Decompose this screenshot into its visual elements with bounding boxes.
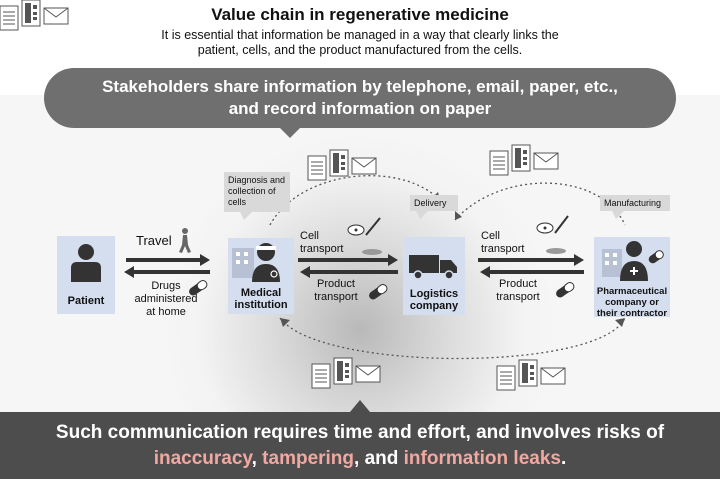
banner-line-2: and record information on paper — [228, 99, 492, 118]
drugs-line-1: Drugs — [151, 280, 181, 292]
patient-node: Patient — [57, 236, 115, 314]
document-icon — [0, 5, 19, 31]
loop-arrow-3 — [280, 318, 290, 327]
drugs-label: Drugs administered at home — [134, 280, 198, 319]
person-icon — [71, 244, 101, 282]
capsule-icon-2 — [369, 284, 388, 300]
banner-line-1: Stakeholders share information by teleph… — [102, 77, 618, 96]
medical-label-line-1: Medical — [240, 287, 282, 299]
patient-label: Patient — [67, 295, 105, 307]
doctor-hospital-icon — [232, 243, 280, 282]
subtitle-line-2: patient, cells, and the product manufact… — [197, 43, 523, 57]
product-transport-2-line-2: transport — [496, 291, 540, 303]
info-sharing-banner: Stakeholders share information by teleph… — [44, 68, 676, 128]
loop-arrow-2 — [455, 211, 462, 220]
loop-arrow-4 — [615, 318, 625, 327]
cell-transport-1-line-1: Cell — [300, 230, 319, 242]
pharmacist-icon — [602, 241, 664, 281]
risk-end: . — [560, 447, 567, 469]
truck-icon — [409, 255, 457, 280]
medical-label-line-2: institution — [234, 299, 288, 311]
capsule-icon-1 — [189, 280, 208, 296]
loop-bottom — [279, 317, 626, 360]
walking-person-icon — [179, 228, 191, 253]
medical-institution-node: Medical institution — [228, 238, 294, 314]
cell-transport-2-line-1: Cell — [481, 230, 500, 242]
risk-sep-1: , — [251, 447, 263, 469]
pharma-label-line-1: Pharmaceutical — [596, 286, 668, 297]
diagnosis-line-1: Diagnosis and — [228, 175, 286, 185]
diagram-title: Value chain in regenerative medicine — [211, 5, 509, 24]
product-transport-label-1: Product transport — [312, 278, 360, 304]
drugs-arrow — [134, 270, 210, 274]
risk-tampering: tampering — [262, 447, 355, 469]
logistics-label-line-1: Logistics — [409, 288, 459, 300]
pharma-label-line-3: their contractor — [596, 308, 668, 319]
diagnosis-line-2: collection of — [228, 186, 276, 196]
risk-line-1: Such communication requires time and eff… — [55, 421, 665, 443]
risk-line-2: inaccuracy, tampering, and information l… — [0, 446, 720, 472]
risk-sep-2: , and — [354, 447, 404, 469]
pharmaceutical-company-node: Pharmaceutical company or their contract… — [594, 237, 670, 319]
product-transport-1-line-1: Product — [317, 278, 355, 290]
loop-top-left — [269, 175, 441, 226]
travel-arrow — [126, 258, 200, 262]
loop-top-right — [454, 182, 626, 226]
risk-banner: Such communication requires time and eff… — [0, 412, 720, 479]
pharma-label-line-2: company or — [605, 297, 659, 308]
cell-transport-2-line-2: transport — [481, 243, 525, 255]
cell-transport-arrow-1 — [298, 258, 388, 262]
cell-transport-1-line-2: transport — [300, 243, 344, 255]
telephone-icon — [21, 0, 41, 27]
logistics-company-node: Logistics company — [403, 237, 465, 315]
cell-transport-arrow-2 — [478, 258, 574, 262]
doc-phone-mail-icon-group — [0, 0, 69, 31]
risk-information-leaks: information leaks — [403, 447, 561, 469]
diagnosis-callout: Diagnosis and collection of cells — [224, 172, 290, 212]
drugs-line-2: administered — [134, 293, 198, 305]
envelope-icon — [43, 7, 69, 25]
logistics-label-line-2: company — [409, 300, 459, 312]
manufacturing-callout: Manufacturing — [600, 195, 670, 211]
drugs-line-3: at home — [146, 306, 186, 318]
product-transport-arrow-2 — [490, 270, 584, 274]
product-transport-1-line-2: transport — [314, 291, 358, 303]
travel-label: Travel — [136, 233, 172, 248]
cell-transport-label-2: Cell transport — [481, 230, 524, 256]
risk-inaccuracy: inaccuracy — [153, 447, 252, 469]
diagnosis-line-3: cells — [228, 197, 247, 207]
capsule-icon-3 — [556, 282, 575, 298]
subtitle-line-1: It is essential that information be mana… — [161, 28, 559, 42]
delivery-callout: Delivery — [410, 195, 458, 211]
diagram-subtitle: It is essential that information be mana… — [100, 28, 620, 58]
petri-dish-icon-2 — [536, 215, 569, 254]
petri-dish-icon-1 — [347, 217, 382, 255]
product-transport-2-line-1: Product — [499, 278, 537, 290]
cell-transport-label-1: Cell transport — [300, 230, 343, 256]
product-transport-label-2: Product transport — [494, 278, 542, 304]
product-transport-arrow-1 — [310, 270, 398, 274]
